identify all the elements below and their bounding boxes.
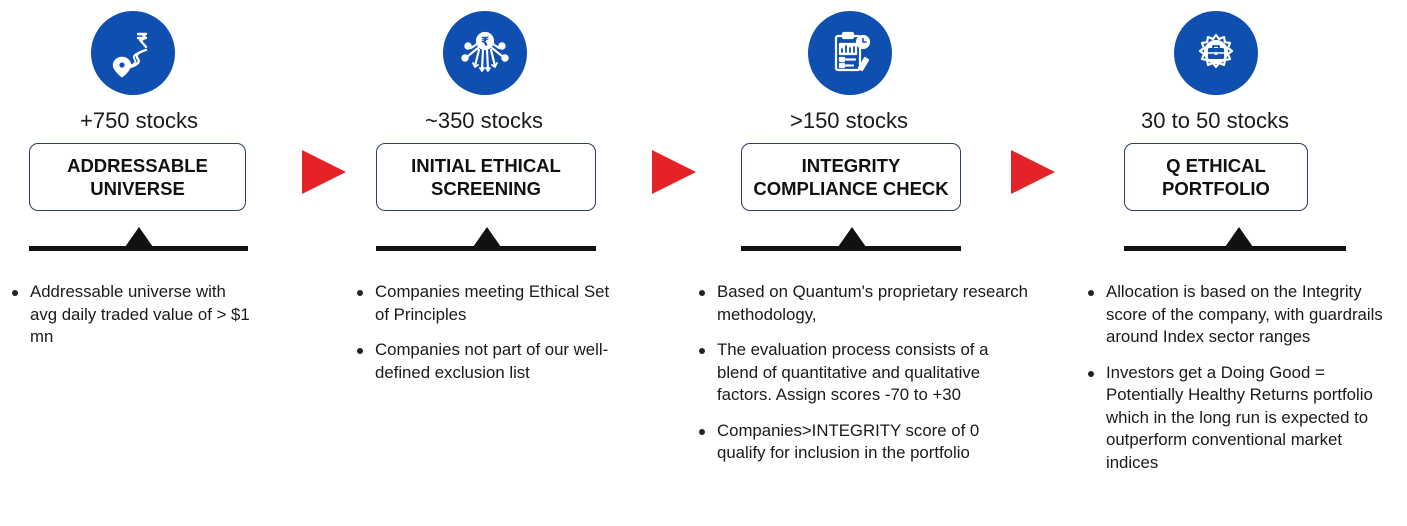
stage-4-title-box: Q ETHICAL PORTFOLIO: [1124, 143, 1308, 211]
stage-1-base-triangle: [125, 227, 153, 247]
stage-2-bullets: Companies meeting Ethical Set of Princip…: [356, 281, 626, 397]
stage-4-base-triangle: [1225, 227, 1253, 247]
stage-4-base-bar: [1124, 246, 1346, 251]
list-item: Companies meeting Ethical Set of Princip…: [356, 281, 626, 326]
list-item: Companies not part of our well-defined e…: [356, 339, 626, 384]
stage-1-base-bar: [29, 246, 248, 251]
list-item: Based on Quantum's proprietary research …: [698, 281, 1037, 326]
stage-3-title-box: INTEGRITY COMPLIANCE CHECK: [741, 143, 961, 211]
stage-1-bullets: Addressable universe with avg daily trad…: [11, 281, 251, 362]
rupee-filter-icon: ₹: [443, 11, 527, 95]
stage-3-base-bar: [741, 246, 961, 251]
stage-2-base-bar: [376, 246, 596, 251]
stage-4-count: 30 to 50 stocks: [1141, 108, 1289, 133]
stage-4-title: Q ETHICAL PORTFOLIO: [1162, 155, 1270, 199]
stage-3-count: >150 stocks: [789, 108, 908, 133]
list-item: The evaluation process consists of a ble…: [698, 339, 1022, 407]
briefcase-gear-icon: [1174, 11, 1258, 95]
stage-4-bullets: Allocation is based on the Integrity sco…: [1087, 281, 1405, 487]
stage-2-count: ~350 stocks: [424, 108, 543, 133]
list-item: Addressable universe with avg daily trad…: [11, 281, 251, 349]
flow-arrow-3: [1011, 150, 1055, 194]
stage-2-title-box: INITIAL ETHICAL SCREENING: [376, 143, 596, 211]
clipboard-chart-icon: [808, 11, 892, 95]
list-item: Investors get a Doing Good = Potentially…: [1087, 362, 1386, 475]
stage-3-base-triangle: [838, 227, 866, 247]
list-item: Companies>INTEGRITY score of 0 qualify f…: [698, 420, 1007, 465]
stage-3-bullets: Based on Quantum's proprietary research …: [698, 281, 1030, 478]
stage-1-title: ADDRESSABLE UNIVERSE: [67, 155, 208, 199]
stage-3-title: INTEGRITY COMPLIANCE CHECK: [753, 155, 949, 199]
svg-text:₹: ₹: [481, 35, 489, 49]
stage-2-base-triangle: [473, 227, 501, 247]
stage-2-title: INITIAL ETHICAL SCREENING: [411, 155, 561, 199]
list-item: Allocation is based on the Integrity sco…: [1087, 281, 1406, 349]
stage-1-title-box: ADDRESSABLE UNIVERSE: [29, 143, 246, 211]
stage-1-count: +750 stocks: [79, 108, 198, 133]
flow-arrow-1: [302, 150, 346, 194]
flow-arrow-2: [652, 150, 696, 194]
route-rupee-icon: [91, 11, 175, 95]
